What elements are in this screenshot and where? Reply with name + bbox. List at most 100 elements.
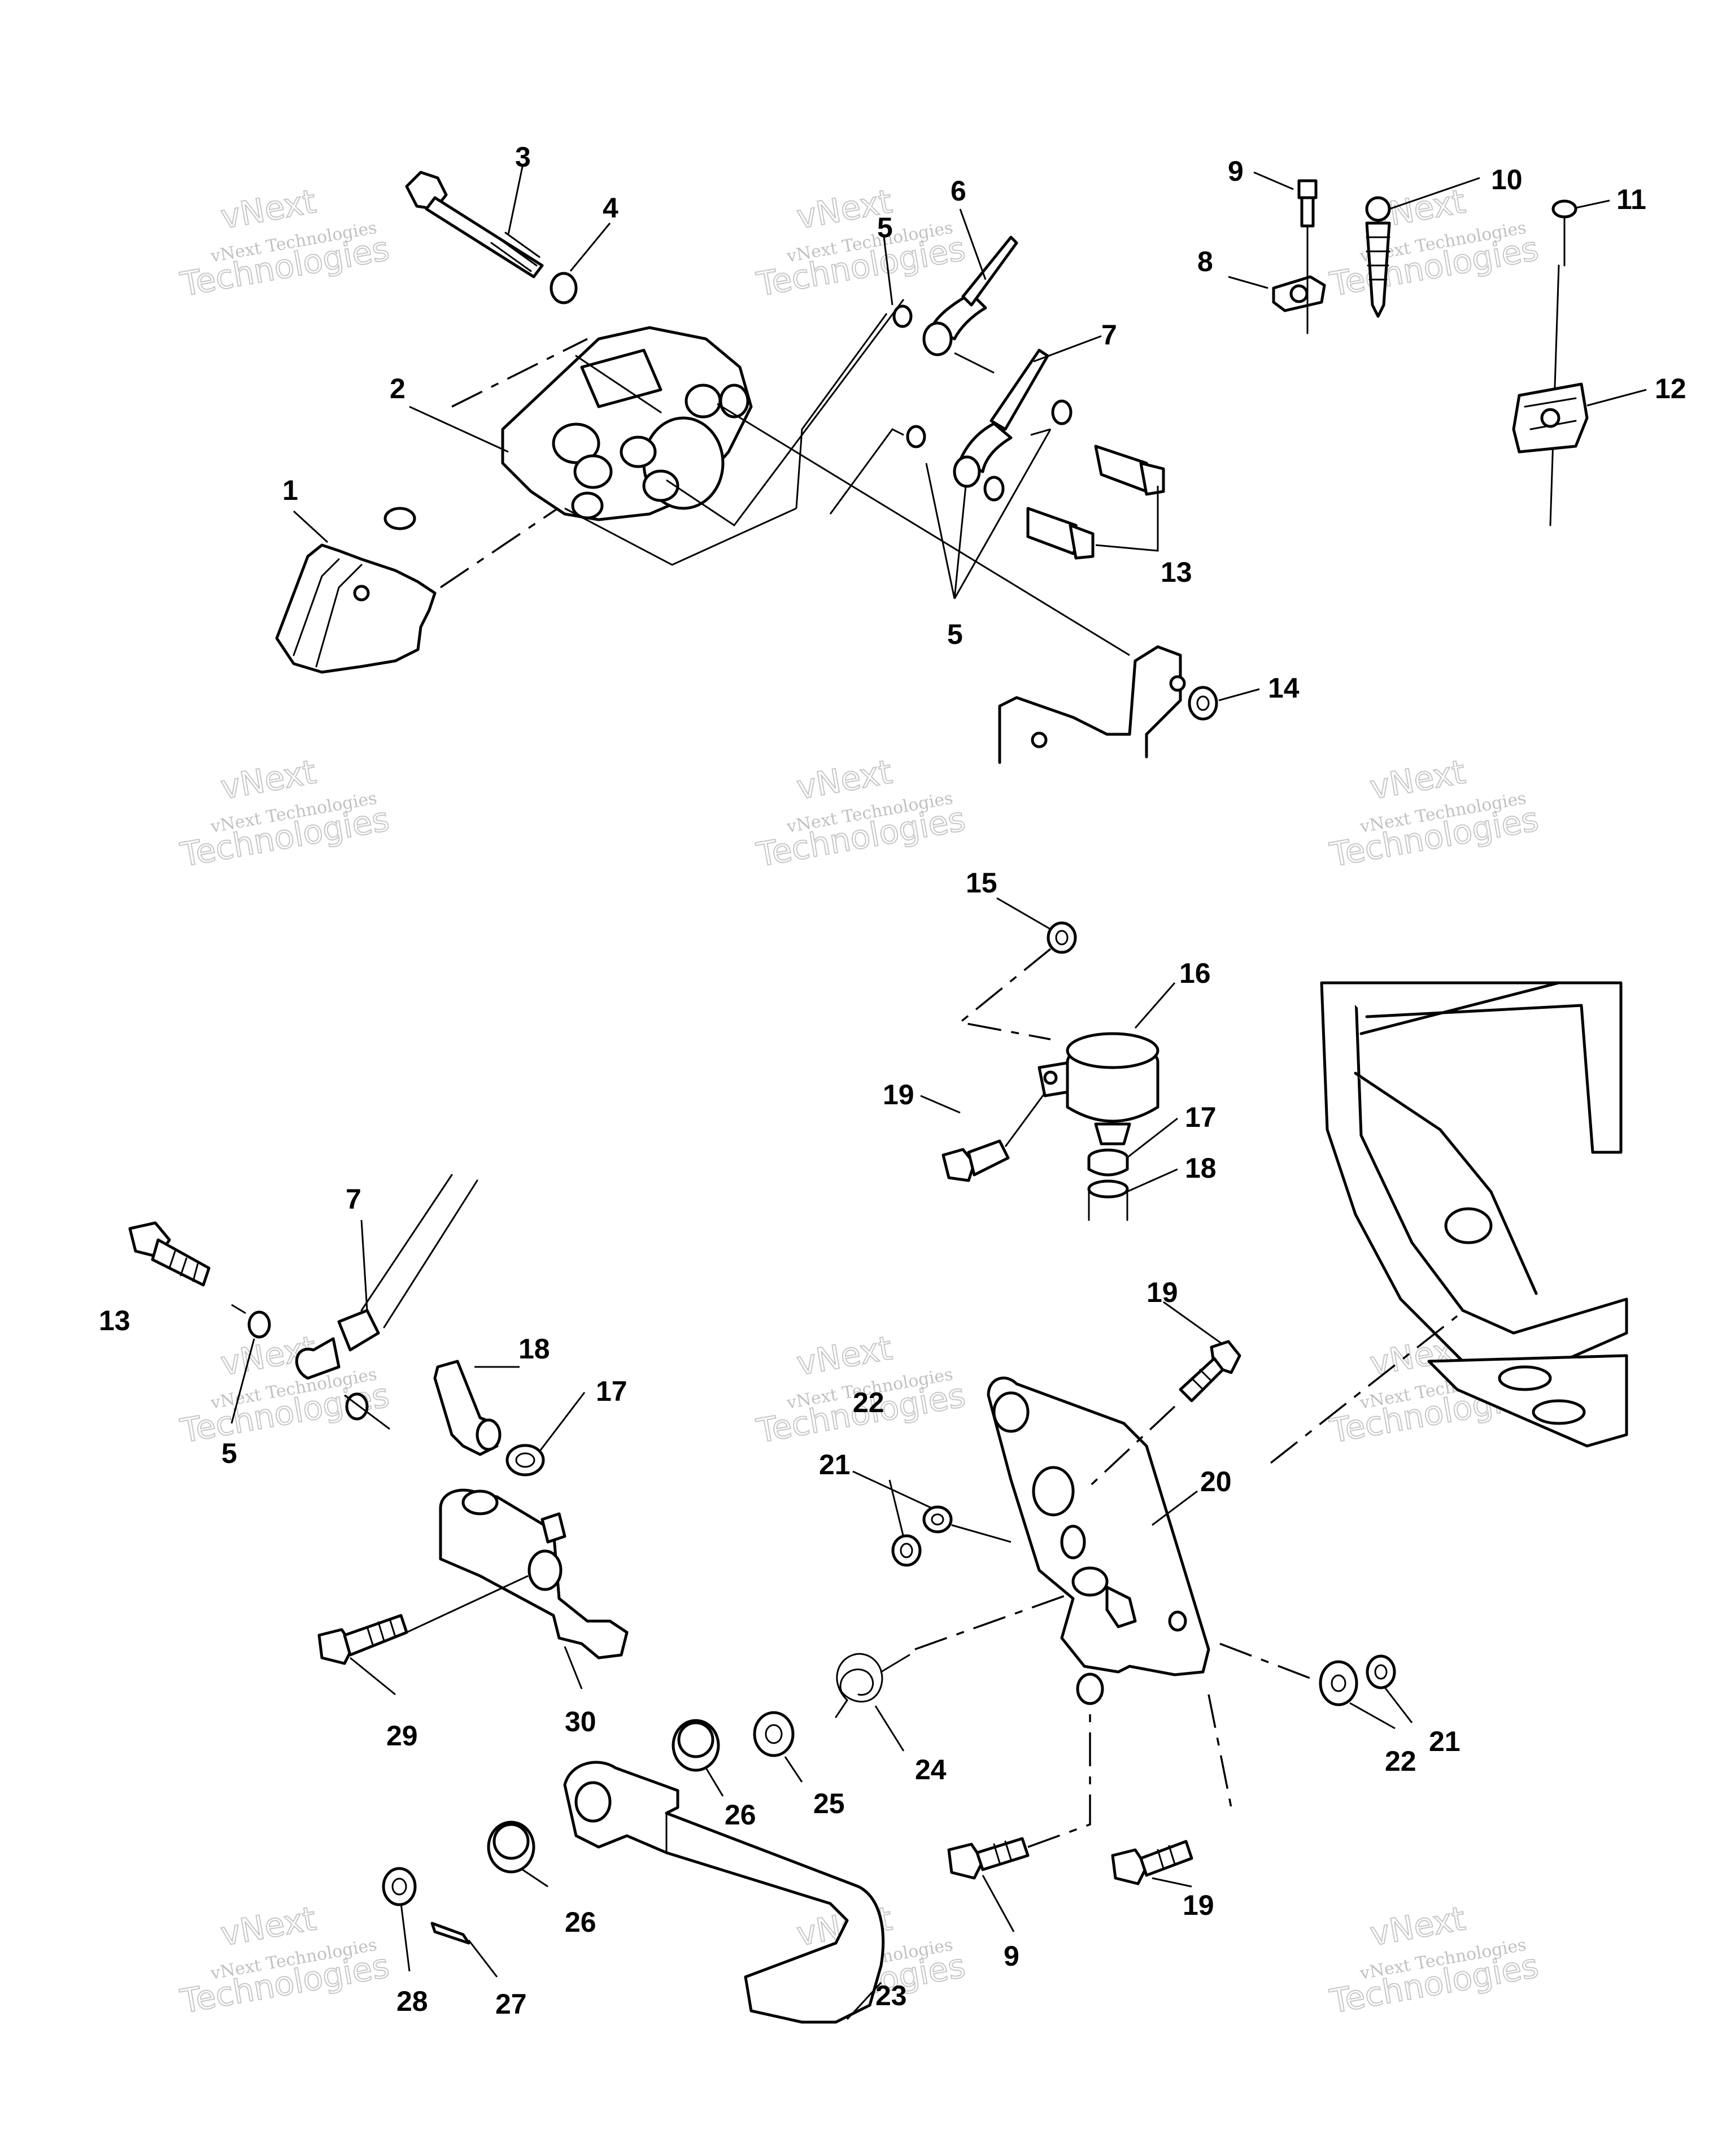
brake-pad (275, 507, 437, 674)
callout-6: 6 (951, 175, 966, 207)
callout-29: 29 (386, 1720, 418, 1752)
spring-24 (835, 1653, 910, 1718)
leader-hose-lower-washer (829, 428, 904, 515)
callout-24: 24 (915, 1754, 947, 1785)
clamp-17-mid (1087, 1148, 1129, 1177)
watermark-word-vnext: vNext (218, 1899, 319, 1953)
clamp-8 (1272, 275, 1326, 312)
callout-30: 30 (565, 1706, 596, 1737)
pedal-bracket-20 (987, 1377, 1210, 1705)
callout-3: 3 (515, 141, 531, 173)
bolt-13-lower (128, 1221, 211, 1287)
callout-17-mid: 17 (1185, 1101, 1217, 1133)
nut-21-left (891, 1534, 922, 1567)
watermark-word-vnext: vNext (218, 182, 319, 236)
callout-labels: 1 2 3 4 5 5 5 6 7 7 8 9 9 10 11 12 13 13… (99, 141, 1686, 2020)
clamp-17-lower (505, 1444, 545, 1476)
leader-dash-15 (957, 948, 1052, 1040)
leader-dash-spring (914, 1592, 1074, 1650)
callout-17-lower: 17 (596, 1375, 627, 1407)
callout-16: 16 (1179, 957, 1211, 989)
leader-22-left (951, 1524, 1012, 1543)
brake-pedal-23 (563, 1761, 885, 2024)
leader-dash-9 (1027, 1706, 1091, 1848)
lock-nut-14 (1188, 686, 1218, 721)
callout-22-left: 22 (853, 1387, 884, 1418)
watermark-word-vnext: vNext (794, 1329, 895, 1383)
callout-22-right: 22 (1385, 1745, 1416, 1777)
callout-11: 11 (1616, 184, 1646, 215)
callout-19-upper: 19 (1147, 1277, 1178, 1308)
callout-25: 25 (813, 1788, 845, 1819)
leader-13-top (1095, 486, 1159, 552)
screw-9 (1297, 179, 1318, 334)
cable-clip-12 (1512, 382, 1589, 454)
callout-18-mid: 18 (1185, 1152, 1217, 1184)
brake-hose-lower (906, 349, 1073, 502)
leader-bolt-19-mid (1004, 1092, 1046, 1147)
callout-4: 4 (603, 192, 618, 224)
washer-22-left (922, 1505, 953, 1534)
callout-5-lower: 5 (221, 1438, 237, 1469)
callout-9-lower: 9 (1004, 1940, 1019, 1972)
callout-26-upper: 26 (725, 1799, 756, 1831)
leader-5-top (925, 429, 1052, 599)
callout-12: 12 (1655, 373, 1686, 404)
bolt-19-mid (941, 1139, 1010, 1182)
hose-18-mid (1087, 1179, 1129, 1221)
bushing-26-lower (487, 1820, 535, 1874)
callout-20: 20 (1200, 1466, 1232, 1497)
master-cylinder-30 (439, 1488, 629, 1660)
callout-18-lower: 18 (518, 1333, 550, 1365)
frame-bracket (998, 645, 1186, 764)
callout-1: 1 (282, 474, 298, 506)
banjo-bolt-upper (1094, 445, 1165, 496)
bolt-19-lower (1111, 1840, 1193, 1885)
reservoir-16 (1037, 1032, 1159, 1145)
nut-21-right (1366, 1654, 1396, 1689)
hose-7-lower (247, 1174, 478, 1430)
cotter-pin-27 (430, 1922, 470, 1945)
washer-22-right (1319, 1660, 1358, 1706)
nut-15 (1047, 921, 1077, 954)
bolt-19-upper (1179, 1340, 1241, 1403)
leader-dash-pad (440, 499, 571, 589)
watermark-word-vnext: vNext (1367, 752, 1468, 807)
leader-hose-lower (1030, 428, 1051, 436)
callout-13-lower: 13 (99, 1305, 130, 1336)
bushing-26-upper (672, 1719, 720, 1772)
leader-dash-19-lower (1207, 1694, 1232, 1808)
callout-21-right: 21 (1429, 1726, 1461, 1757)
callout-15: 15 (966, 867, 997, 899)
caliper-bolt (405, 171, 544, 278)
leader-dash-19-upper (1083, 1405, 1176, 1492)
washer-28 (382, 1867, 417, 1906)
leader-dash-frame (1270, 1315, 1458, 1464)
vehicle-frame (1320, 981, 1628, 1448)
callout-7-lower: 7 (346, 1183, 361, 1215)
callout-5-top: 5 (877, 212, 893, 243)
callout-leaders (230, 166, 1647, 2020)
callout-2: 2 (390, 373, 406, 404)
callout-5-mid: 5 (947, 619, 963, 650)
callout-21-left: 21 (819, 1449, 851, 1480)
callout-7-top: 7 (1101, 319, 1117, 351)
bolt-9-lower (947, 1837, 1030, 1880)
leader-13-lower (231, 1304, 246, 1314)
leader-hose-washer (795, 313, 888, 509)
leader-bolt-29 (406, 1575, 529, 1634)
callout-26-lower: 26 (565, 1906, 596, 1938)
callout-13-top: 13 (1161, 556, 1192, 588)
push-rivet-10 (1365, 196, 1391, 318)
callout-10: 10 (1491, 164, 1523, 195)
bolt-29 (317, 1614, 408, 1665)
